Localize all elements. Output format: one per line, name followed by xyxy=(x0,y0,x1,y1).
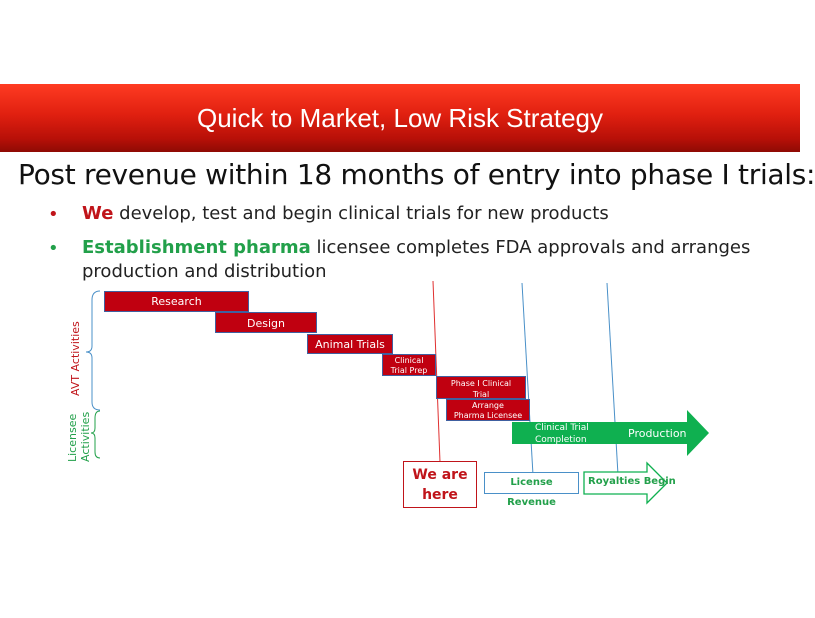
headline: Post revenue within 18 months of entry i… xyxy=(18,158,815,191)
bullet-1-highlight: We xyxy=(82,203,114,224)
bullet-1-text: develop, test and begin clinical trials … xyxy=(113,203,609,224)
slide-title: Quick to Market, Low Risk Strategy xyxy=(196,103,604,133)
clinical-prep-line2: Trial Prep xyxy=(390,366,428,375)
arrange-line2: Pharma Licensee xyxy=(453,411,523,420)
bar-research: Research xyxy=(104,291,249,312)
licensee-label-line1: Licensee xyxy=(66,413,79,462)
phase1-line1: Phase I Clinical xyxy=(450,379,512,388)
bar-animal-trials: Animal Trials xyxy=(307,334,393,354)
bullet-2: Establishment pharma licensee completes … xyxy=(82,236,772,284)
phase1-line2: Trial xyxy=(472,390,490,399)
we-are-here-box: We are here xyxy=(403,461,477,508)
production-label: Production xyxy=(628,427,687,440)
royalties-begin-label: Royalties Begin xyxy=(588,476,676,487)
we-are-here-line xyxy=(432,280,441,463)
completion-line1: Clinical Trial xyxy=(535,423,589,433)
royalties-arrow xyxy=(583,461,668,505)
avt-activities-label: AVT Activities xyxy=(69,321,82,396)
bullet-marker-1: • xyxy=(48,204,59,225)
licensee-label-line2: Activities xyxy=(79,411,92,462)
bullet-1: We develop, test and begin clinical tria… xyxy=(82,202,772,226)
bar-design: Design xyxy=(215,312,317,333)
production-arrow xyxy=(614,410,709,456)
completion-line2: Completion xyxy=(535,435,587,445)
bullet-marker-2: • xyxy=(48,238,59,259)
arrange-line1: Arrange xyxy=(472,401,504,410)
we-are-here-line1: We are xyxy=(412,467,468,483)
avt-bracket xyxy=(85,290,101,411)
license-revenue-box: License Revenue xyxy=(484,472,579,508)
bullet-2-highlight: Establishment pharma xyxy=(82,237,311,258)
bullet-2-text: licensee completes FDA approvals and arr… xyxy=(82,237,751,282)
title-bar: Quick to Market, Low Risk Strategy xyxy=(0,84,800,152)
clinical-prep-line1: Clinical xyxy=(394,356,424,365)
royalties-line xyxy=(606,282,619,476)
we-are-here-line2: here xyxy=(422,487,458,503)
licensee-bracket xyxy=(90,410,101,459)
